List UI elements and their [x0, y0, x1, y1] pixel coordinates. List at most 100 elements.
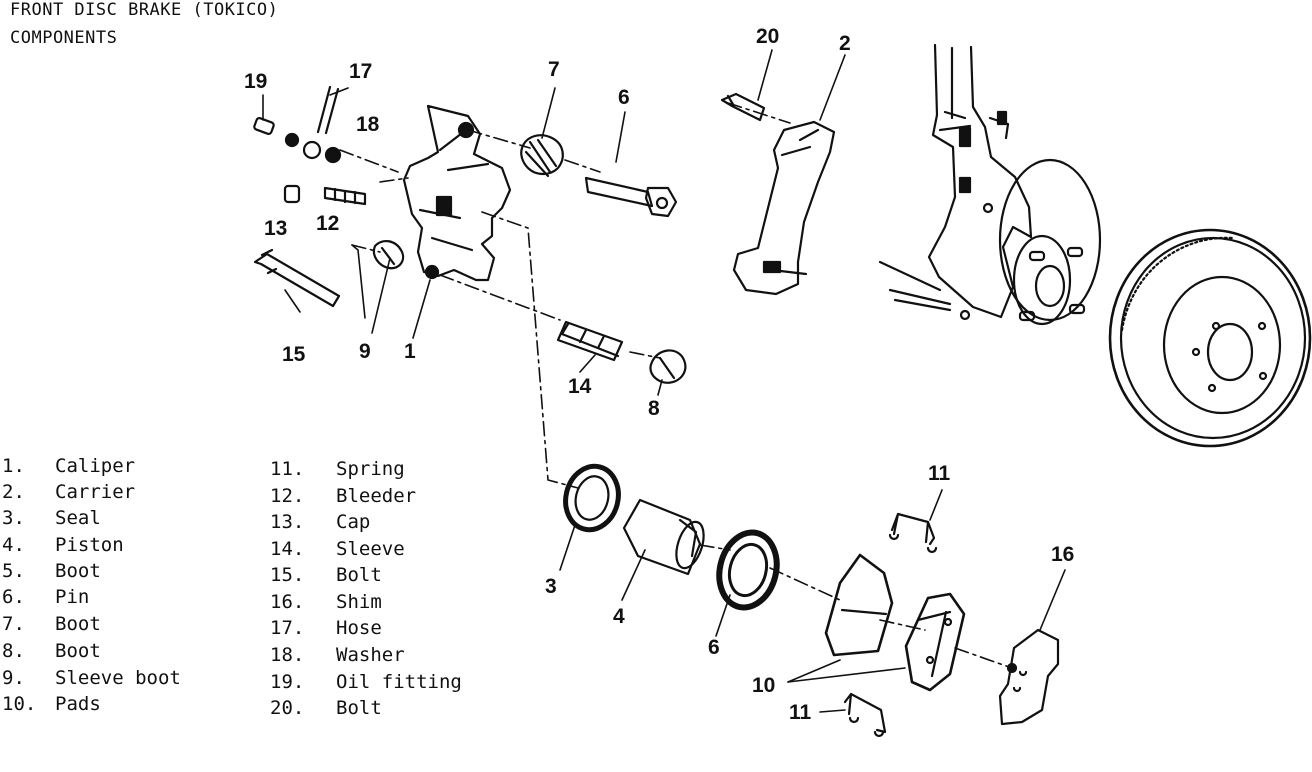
legend-row: 7. Boot	[2, 613, 252, 637]
brake-rotor-part	[1108, 228, 1312, 448]
callout-1: 1	[404, 340, 416, 363]
legend-label: Boot	[55, 613, 101, 635]
steering-knuckle-part	[878, 43, 1102, 326]
legend-row: 6. Pin	[2, 586, 252, 610]
legend-row: 16. Shim	[270, 591, 530, 615]
sleeve-boot-part	[372, 240, 405, 270]
callout-12: 12	[316, 212, 340, 235]
seal-part	[563, 463, 621, 533]
callout-14: 14	[568, 375, 592, 398]
legend-row: 8.Boot	[2, 640, 252, 664]
legend-row: 5.Boot	[2, 560, 252, 584]
legend-number: 7.	[2, 613, 25, 635]
boot-part-8	[649, 349, 687, 384]
callout-3: 3	[545, 575, 557, 598]
cap-part	[283, 184, 301, 204]
legend-label: Shim	[336, 591, 382, 613]
legend-label: Bolt	[336, 697, 382, 719]
inner-pad-part	[824, 553, 894, 657]
alignment-lines	[339, 102, 1013, 669]
legend-number: 17.	[270, 617, 305, 639]
legend-row: 19. Oil fitting	[270, 671, 530, 695]
callout-17: 17	[349, 60, 373, 83]
legend-label: Caliper	[55, 455, 136, 477]
legend-row: 9. Sleeve boot	[2, 667, 252, 691]
legend-label: Sleeve	[336, 538, 405, 560]
legend-row: 14. Sleeve	[270, 538, 530, 562]
legend-row: 13. Cap	[270, 511, 530, 535]
shim-pin	[1006, 662, 1018, 674]
legend-number: 20.	[270, 697, 305, 719]
callout-20: 20	[756, 25, 780, 48]
legend-number: 8.	[2, 640, 25, 662]
legend-row: 15.Bolt	[270, 564, 530, 588]
diagram-title-line2: COMPONENTS	[10, 28, 118, 48]
legend-number: 1.	[2, 455, 25, 477]
callout-7: 7	[548, 58, 560, 81]
legend-row: 11. Spring	[270, 458, 530, 482]
bolt-part-20	[720, 92, 766, 122]
legend-number: 2.	[2, 481, 25, 503]
legend-number: 13.	[270, 511, 305, 533]
legend-number: 14.	[270, 538, 305, 560]
legend-label: Washer	[336, 644, 405, 666]
spring-part-lower	[843, 692, 887, 738]
callout-6-pin: 6	[618, 86, 630, 109]
legend-row: 4. Piston	[2, 534, 252, 558]
legend-label: Bleeder	[336, 485, 417, 507]
callout-16: 16	[1051, 543, 1075, 566]
callout-13: 13	[264, 217, 288, 240]
hose-part	[302, 85, 340, 160]
legend-label: Cap	[336, 511, 371, 533]
legend-number: 3.	[2, 507, 25, 529]
legend-number: 11.	[270, 458, 305, 480]
legend-label: Spring	[336, 458, 405, 480]
legend-number: 10.	[2, 693, 37, 715]
legend-row: 12. Bleeder	[270, 485, 530, 509]
legend-label: Oil fitting	[336, 671, 462, 693]
legend-number: 12.	[270, 485, 305, 507]
callout-10: 10	[752, 674, 776, 697]
legend-label: Hose	[336, 617, 382, 639]
callout-19: 19	[244, 70, 268, 93]
pin-part	[584, 176, 678, 218]
legend-row: 17. Hose	[270, 617, 530, 641]
washer-part	[324, 146, 342, 164]
callout-9: 9	[359, 340, 371, 363]
sleeve-part	[556, 320, 624, 362]
legend-number: 16.	[270, 591, 305, 613]
legend-label: Boot	[55, 560, 101, 582]
piston-part	[622, 498, 705, 576]
spring-part-upper	[888, 512, 938, 554]
legend-number: 6.	[2, 586, 25, 608]
bleeder-part	[323, 186, 367, 206]
caliper-part	[402, 104, 512, 282]
carrier-part	[732, 120, 836, 296]
boot-part-7	[520, 134, 564, 178]
legend-label: Pin	[55, 586, 90, 608]
legend-label: Carrier	[55, 481, 136, 503]
legend-number: 4.	[2, 534, 25, 556]
callout-11-lower: 11	[789, 701, 812, 724]
legend-label: Piston	[55, 534, 124, 556]
callout-2: 2	[839, 32, 851, 55]
callout-18: 18	[356, 113, 380, 136]
outer-pad-part	[904, 592, 966, 692]
callout-15: 15	[282, 343, 306, 366]
legend-label: Seal	[55, 507, 101, 529]
legend-label: Bolt	[336, 564, 382, 586]
callout-11-upper: 11	[928, 462, 951, 485]
callout-6-boot: 6	[708, 636, 720, 659]
callout-8: 8	[648, 397, 660, 420]
legend-number: 19.	[270, 671, 305, 693]
shim-part	[998, 628, 1060, 726]
legend-number: 9.	[2, 667, 25, 689]
callout-4: 4	[613, 605, 625, 628]
legend-label: Sleeve boot	[55, 667, 181, 689]
oil-fitting-part	[253, 117, 300, 148]
legend-row: 20. Bolt	[270, 697, 530, 721]
legend-row: 3. Seal	[2, 507, 252, 531]
dust-boot-part	[716, 529, 780, 611]
